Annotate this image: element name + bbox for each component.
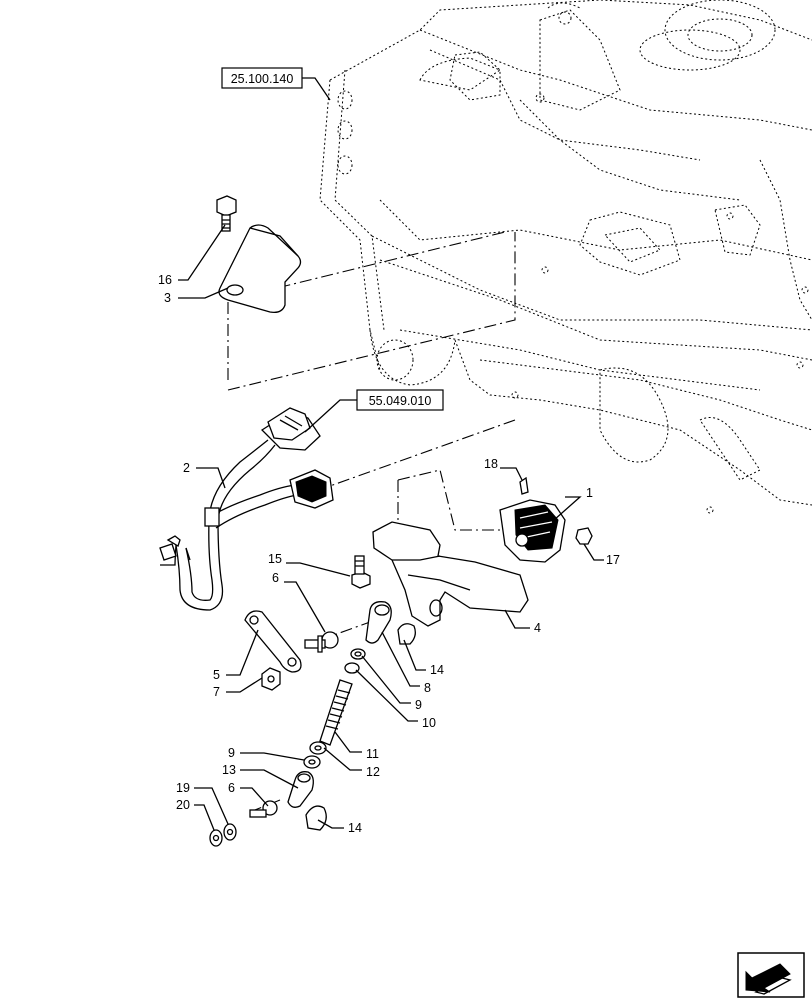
nut-part-17 xyxy=(575,527,593,545)
clip-part-14a xyxy=(397,623,416,645)
washer-part-20 xyxy=(209,829,223,847)
switch-part-1 xyxy=(499,476,566,563)
callout-6b: 6 xyxy=(228,781,235,795)
callout-14b: 14 xyxy=(348,821,362,835)
wire-harness-part-2 xyxy=(159,407,334,611)
socket-part-8 xyxy=(365,601,392,644)
callout-18: 18 xyxy=(484,457,498,471)
callout-13: 13 xyxy=(222,763,236,777)
reference-label-b: 55.049.010 xyxy=(369,394,432,408)
callout-1: 1 xyxy=(586,486,593,500)
ball-stud-part-6 xyxy=(304,631,339,653)
callout-12: 12 xyxy=(366,765,380,779)
washer-part-9a xyxy=(350,648,366,660)
callout-11: 11 xyxy=(366,747,379,761)
callout-4: 4 xyxy=(534,621,541,635)
callout-17: 17 xyxy=(606,553,620,567)
callout-20: 20 xyxy=(176,798,190,812)
washer-part-9b xyxy=(303,755,321,769)
callout-9b: 9 xyxy=(228,746,235,760)
callout-16: 16 xyxy=(158,273,172,287)
callout-3: 3 xyxy=(164,291,171,305)
rod-part-11 xyxy=(319,679,353,746)
socket-part-13 xyxy=(287,771,314,808)
nut-part-7 xyxy=(261,667,281,691)
bolt-part-16 xyxy=(216,195,237,232)
nut-part-10 xyxy=(344,662,360,674)
chassis-frame xyxy=(319,0,812,514)
callout-15: 15 xyxy=(268,552,282,566)
callout-8: 8 xyxy=(424,681,431,695)
alignment-lines xyxy=(227,231,516,813)
callout-6a: 6 xyxy=(272,571,279,585)
reference-box-b[interactable]: 55.049.010 xyxy=(304,389,444,433)
callout-14a: 14 xyxy=(430,663,444,677)
leader-lines xyxy=(178,224,604,831)
callout-7: 7 xyxy=(213,685,220,699)
callout-9a: 9 xyxy=(415,698,422,712)
callout-2: 2 xyxy=(183,461,190,475)
callout-10: 10 xyxy=(422,716,436,730)
plate-bracket-part-4 xyxy=(372,521,529,627)
lever-part-5 xyxy=(244,610,302,673)
callout-numbers: 16 3 1 2 4 5 6 7 8 9 10 11 12 9 13 6 19 … xyxy=(158,273,620,835)
reference-label-a: 25.100.140 xyxy=(231,72,294,86)
bracket-part-3 xyxy=(218,224,302,313)
washer-part-19 xyxy=(223,823,237,841)
arrow-icon[interactable] xyxy=(737,952,805,998)
ball-stud-part-6b xyxy=(249,800,278,818)
reference-box-a[interactable]: 25.100.140 xyxy=(221,67,331,101)
washer-part-12 xyxy=(309,741,327,755)
clip-part-14b xyxy=(305,805,327,831)
callout-5: 5 xyxy=(213,668,220,682)
bolt-part-15 xyxy=(351,555,371,589)
callout-19: 19 xyxy=(176,781,190,795)
